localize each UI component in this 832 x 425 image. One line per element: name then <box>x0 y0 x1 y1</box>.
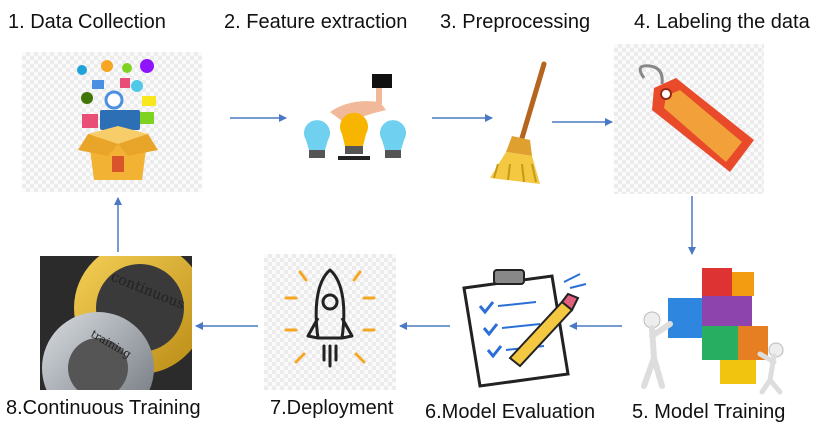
step-3-image <box>486 60 556 190</box>
step-4-label: 4. Labeling the data <box>634 11 810 33</box>
puzzle-people-icon <box>641 268 784 395</box>
tag-icon <box>638 64 754 172</box>
step-6-image <box>440 262 590 392</box>
step-4-image <box>614 44 764 194</box>
box-of-data-icons <box>77 59 158 180</box>
step-1-image <box>22 52 202 192</box>
step-6-label: 6.Model Evaluation <box>425 401 596 423</box>
step-2-image <box>290 68 420 178</box>
rocket-icon <box>284 268 376 368</box>
clipboard-checklist-icon <box>462 269 587 388</box>
step-5-label: 5. Model Training <box>632 401 786 423</box>
broom-icon <box>490 61 547 184</box>
step-2-label: 2. Feature extraction <box>224 11 408 33</box>
hand-picking-lightbulb-icon <box>304 74 406 160</box>
step-7-label: 7.Deployment <box>270 397 394 419</box>
step-1-label: 1. Data Collection <box>8 11 166 33</box>
step-5-image <box>624 258 794 398</box>
step-3-label: 3. Preprocessing <box>440 11 591 33</box>
step-8-image: continuous training <box>40 256 192 390</box>
gears-icon: continuous training <box>42 256 192 390</box>
step-7-image <box>264 254 396 390</box>
step-8-label: 8.Continuous Training <box>6 397 201 419</box>
